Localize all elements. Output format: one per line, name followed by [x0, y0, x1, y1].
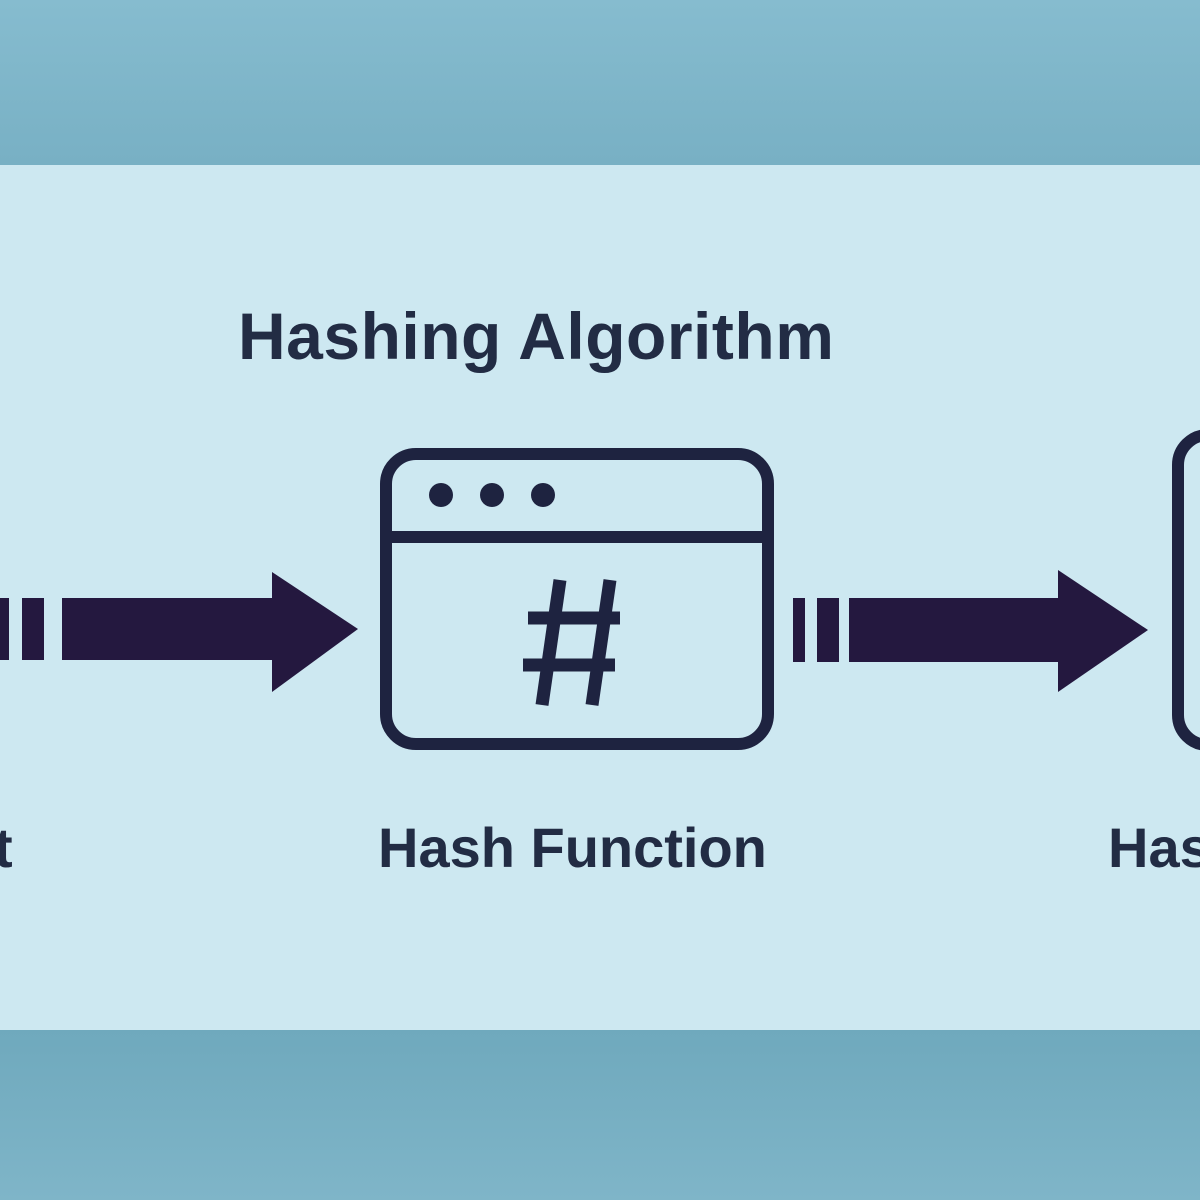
- hash-symbol-icon: [523, 579, 620, 706]
- top-band: [0, 0, 1200, 165]
- output-label: Has: [1108, 816, 1200, 879]
- diagram-panel: [0, 165, 1200, 1030]
- output-arrow: [793, 570, 1148, 692]
- diagram-title: Hashing Algorithm: [238, 299, 835, 373]
- output-box-icon: [1172, 429, 1200, 751]
- bottom-band: [0, 1030, 1200, 1200]
- input-arrow: [0, 572, 358, 692]
- hash-window-icon: [380, 448, 774, 750]
- input-label: t: [0, 816, 13, 879]
- hash-function-label: Hash Function: [378, 816, 767, 879]
